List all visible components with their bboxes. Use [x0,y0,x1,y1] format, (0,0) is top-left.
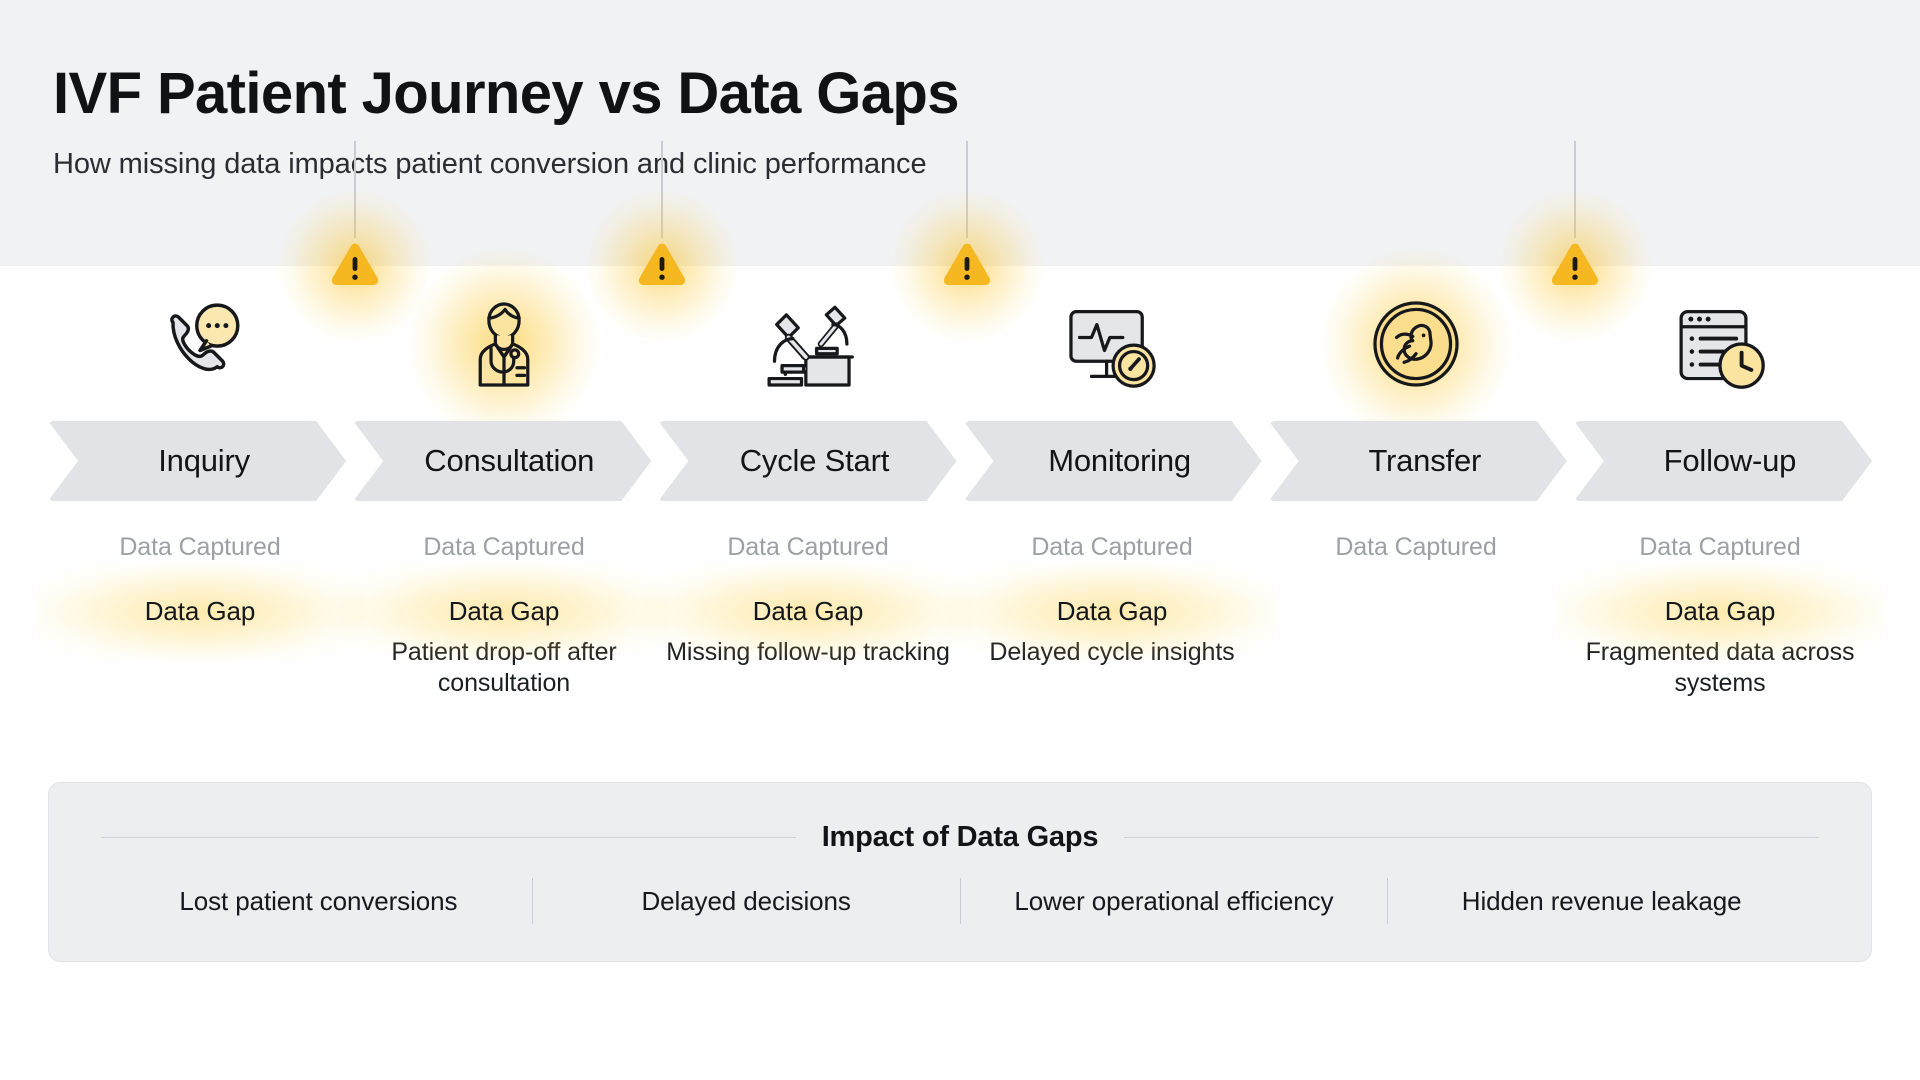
impact-panel: Impact of Data Gaps Lost patient convers… [48,782,1872,962]
stage-label: Transfer [1368,443,1482,478]
data-gap-label: Data Gap [1664,596,1776,626]
data-captured-label: Data Captured [727,533,889,561]
stage-chevron-cycle-start[interactable]: Cycle Start [658,421,956,501]
stage-icon-cell-consultation [352,248,656,439]
data-gap-cell-inquiry: Data Gap [35,563,365,698]
data-captured-label: Data Captured [1335,533,1497,561]
journey-section: Inquiry Consultation Cycle Start Monitor… [0,141,1920,698]
data-captured-cell-cycle-start: Data Captured [656,533,960,562]
impact-panel-title: Impact of Data Gaps [821,821,1099,853]
stage-label: Consultation [424,443,595,478]
phone-chat-icon [146,290,254,398]
stage-chevron-row: Inquiry Consultation Cycle Start Monitor… [48,421,1872,501]
stage-icon-cell-transfer [1264,248,1568,439]
data-captured-cell-inquiry: Data Captured [48,533,352,562]
stage-label: Follow-up [1663,443,1797,478]
impact-item-list: Lost patient conversions Delayed decisio… [101,878,1819,924]
data-gap-description: Fragmented data across systems [1585,638,1855,697]
data-gap-cell-monitoring: Data Gap Delayed cycle insights [947,563,1277,698]
data-gap-cell-cycle-start: Data Gap Missing follow-up tracking [643,563,973,698]
stage-icon-cell-follow-up [1568,266,1872,421]
data-captured-cell-consultation: Data Captured [352,533,656,562]
stage-label: Cycle Start [739,443,890,478]
impact-item: Hidden revenue leakage [1461,885,1742,916]
header-band: IVF Patient Journey vs Data Gaps How mis… [0,0,1920,266]
data-gap-cell-consultation: Data Gap Patient drop-off after consulta… [339,563,669,698]
stage-chevron-transfer[interactable]: Transfer [1269,421,1567,501]
impact-item: Lower operational efficiency [1014,885,1334,916]
stage-icon-cell-inquiry [48,266,352,421]
microscope-lab-icon [754,290,862,398]
data-gap-description: Delayed cycle insights [989,638,1235,666]
data-gap-row: Data Gap Data Gap Patient drop-off after… [35,563,1885,698]
data-captured-label: Data Captured [1639,533,1801,561]
data-gap-label: Data Gap [1056,596,1168,626]
stage-icon-cell-monitoring [960,266,1264,421]
embryo-circle-icon [1362,290,1470,398]
checklist-clock-icon [1666,290,1774,398]
data-gap-cell-follow-up: Data Gap Fragmented data across systems [1555,563,1885,698]
stage-label: Monitoring [1048,443,1191,478]
stage-chevron-consultation[interactable]: Consultation [353,421,651,501]
impact-divider [531,878,533,924]
impact-rule-left [101,837,796,838]
stage-chevron-inquiry[interactable]: Inquiry [48,421,346,501]
impact-rule-right [1124,837,1820,838]
doctor-stethoscope-icon [450,290,558,398]
data-gap-cell-transfer [1264,596,1568,698]
stage-chevron-follow-up[interactable]: Follow-up [1574,421,1872,501]
data-gap-description: Patient drop-off after consultation [391,638,617,697]
data-captured-cell-monitoring: Data Captured [960,533,1264,562]
data-captured-cell-transfer: Data Captured [1264,533,1568,562]
page-subtitle: How missing data impacts patient convers… [53,147,927,180]
data-captured-row: Data Captured Data Captured Data Capture… [48,533,1872,562]
data-gap-description: Missing follow-up tracking [666,638,950,666]
stage-chevron-monitoring[interactable]: Monitoring [964,421,1262,501]
impact-divider [1387,878,1389,924]
data-captured-label: Data Captured [423,533,585,561]
impact-divider [959,878,961,924]
data-gap-label: Data Gap [752,596,864,626]
data-captured-cell-follow-up: Data Captured [1568,533,1872,562]
monitor-heartbeat-gauge-icon [1058,290,1166,398]
stage-label: Inquiry [158,443,250,478]
page-title: IVF Patient Journey vs Data Gaps [53,61,959,126]
data-gap-label: Data Gap [448,596,560,626]
impact-panel-header: Impact of Data Gaps [101,821,1820,854]
stage-icon-cell-cycle-start [656,266,960,421]
stage-icon-row [48,248,1872,439]
data-gap-label: Data Gap [144,596,256,626]
data-captured-label: Data Captured [1031,533,1193,561]
impact-item: Delayed decisions [641,885,851,916]
impact-item: Lost patient conversions [179,885,458,916]
data-captured-label: Data Captured [119,533,281,561]
